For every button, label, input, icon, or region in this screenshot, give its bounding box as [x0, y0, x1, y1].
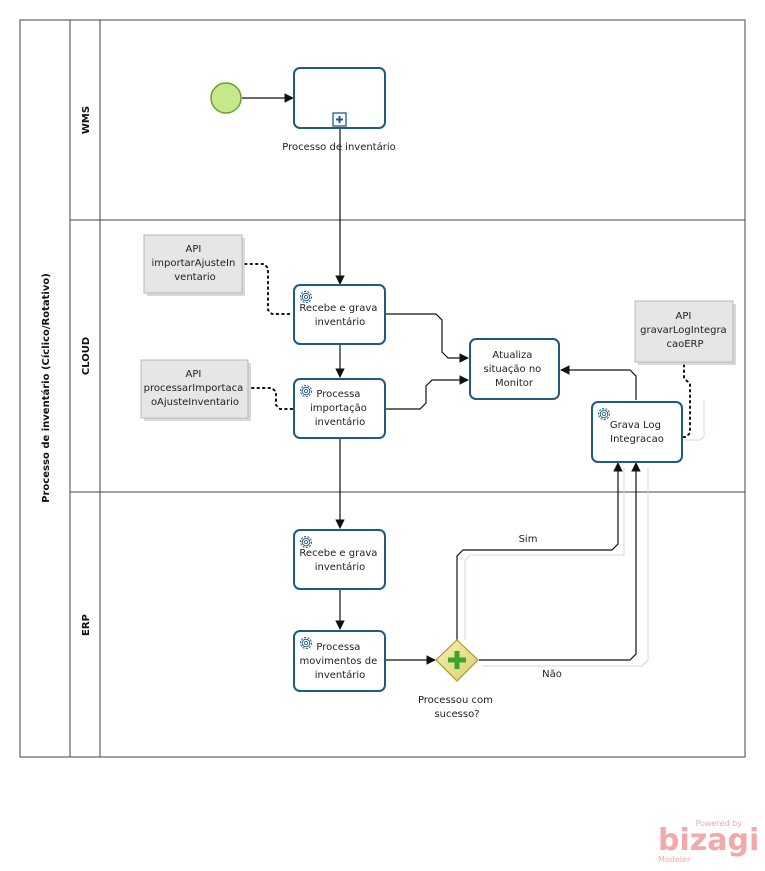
flow-label-sim: Sim	[519, 534, 538, 545]
task-processa-importacao[interactable]: Processa importação inventário	[293, 378, 386, 439]
associations	[244, 263, 691, 438]
start-event[interactable]	[210, 82, 242, 114]
bizagi-logo: Powered by bizagi Modeler	[658, 819, 759, 864]
gateway-label: Processou com sucesso?	[418, 695, 496, 720]
subprocess-label: Processo de inventário	[282, 141, 396, 153]
task-processa-movimentos[interactable]: Processa movimentos de inventário	[293, 630, 386, 692]
parallel-gateway[interactable]	[435, 639, 479, 682]
subprocess-processo-inventario[interactable]	[293, 67, 386, 129]
task-recebe-grava-erp-label: Recebe e grava inventário	[299, 548, 380, 573]
task-atualiza-situacao-label: Atualiza situação no Monitor	[484, 350, 545, 389]
annotation-api-gravar: API gravarLogIntegra caoERP	[634, 300, 736, 365]
task-recebe-grava-cloud-label: Recebe e grava inventário	[299, 303, 380, 328]
task-recebe-grava-cloud[interactable]: Recebe e grava inventário	[293, 284, 386, 345]
annotation-api-importar: API importarAjusteIn ventario	[143, 234, 245, 296]
pool-title: Processo de inventário (Cíclico/Rotativo…	[40, 273, 52, 503]
svg-text:Modeler: Modeler	[658, 855, 691, 864]
task-grava-log-integracao[interactable]: Grava Log Integracao	[591, 401, 683, 463]
svg-text:API processarImportaca: API processarImportaca oAjusteInventario	[144, 369, 247, 408]
sequence-flows	[242, 93, 641, 665]
lane-label-wms: WMS	[81, 106, 92, 134]
svg-text:API importarAjusteIn: API importarAjusteIn ventario	[152, 244, 239, 283]
annotation-api-processar: API processarImportaca oAjusteInventario	[140, 359, 251, 421]
svg-text:Powered by: Powered by	[696, 819, 743, 828]
task-recebe-grava-erp[interactable]: Recebe e grava inventário	[293, 529, 386, 590]
lane-label-erp: ERP	[81, 614, 92, 636]
svg-text:API gravarLogIntegra: API gravarLogIntegra caoERP	[640, 311, 730, 350]
lane-label-cloud: CLOUD	[81, 337, 92, 375]
flow-shadows	[464, 400, 705, 667]
task-atualiza-situacao[interactable]: Atualiza situação no Monitor	[469, 338, 560, 400]
task-grava-log-label: Grava Log Integracao	[610, 420, 664, 445]
svg-text:bizagi: bizagi	[658, 823, 759, 858]
task-processa-importacao-label: Processa importação inventário	[310, 389, 370, 428]
flow-label-nao: Não	[542, 669, 562, 680]
task-processa-movimentos-label: Processa movimentos de inventário	[300, 642, 381, 681]
